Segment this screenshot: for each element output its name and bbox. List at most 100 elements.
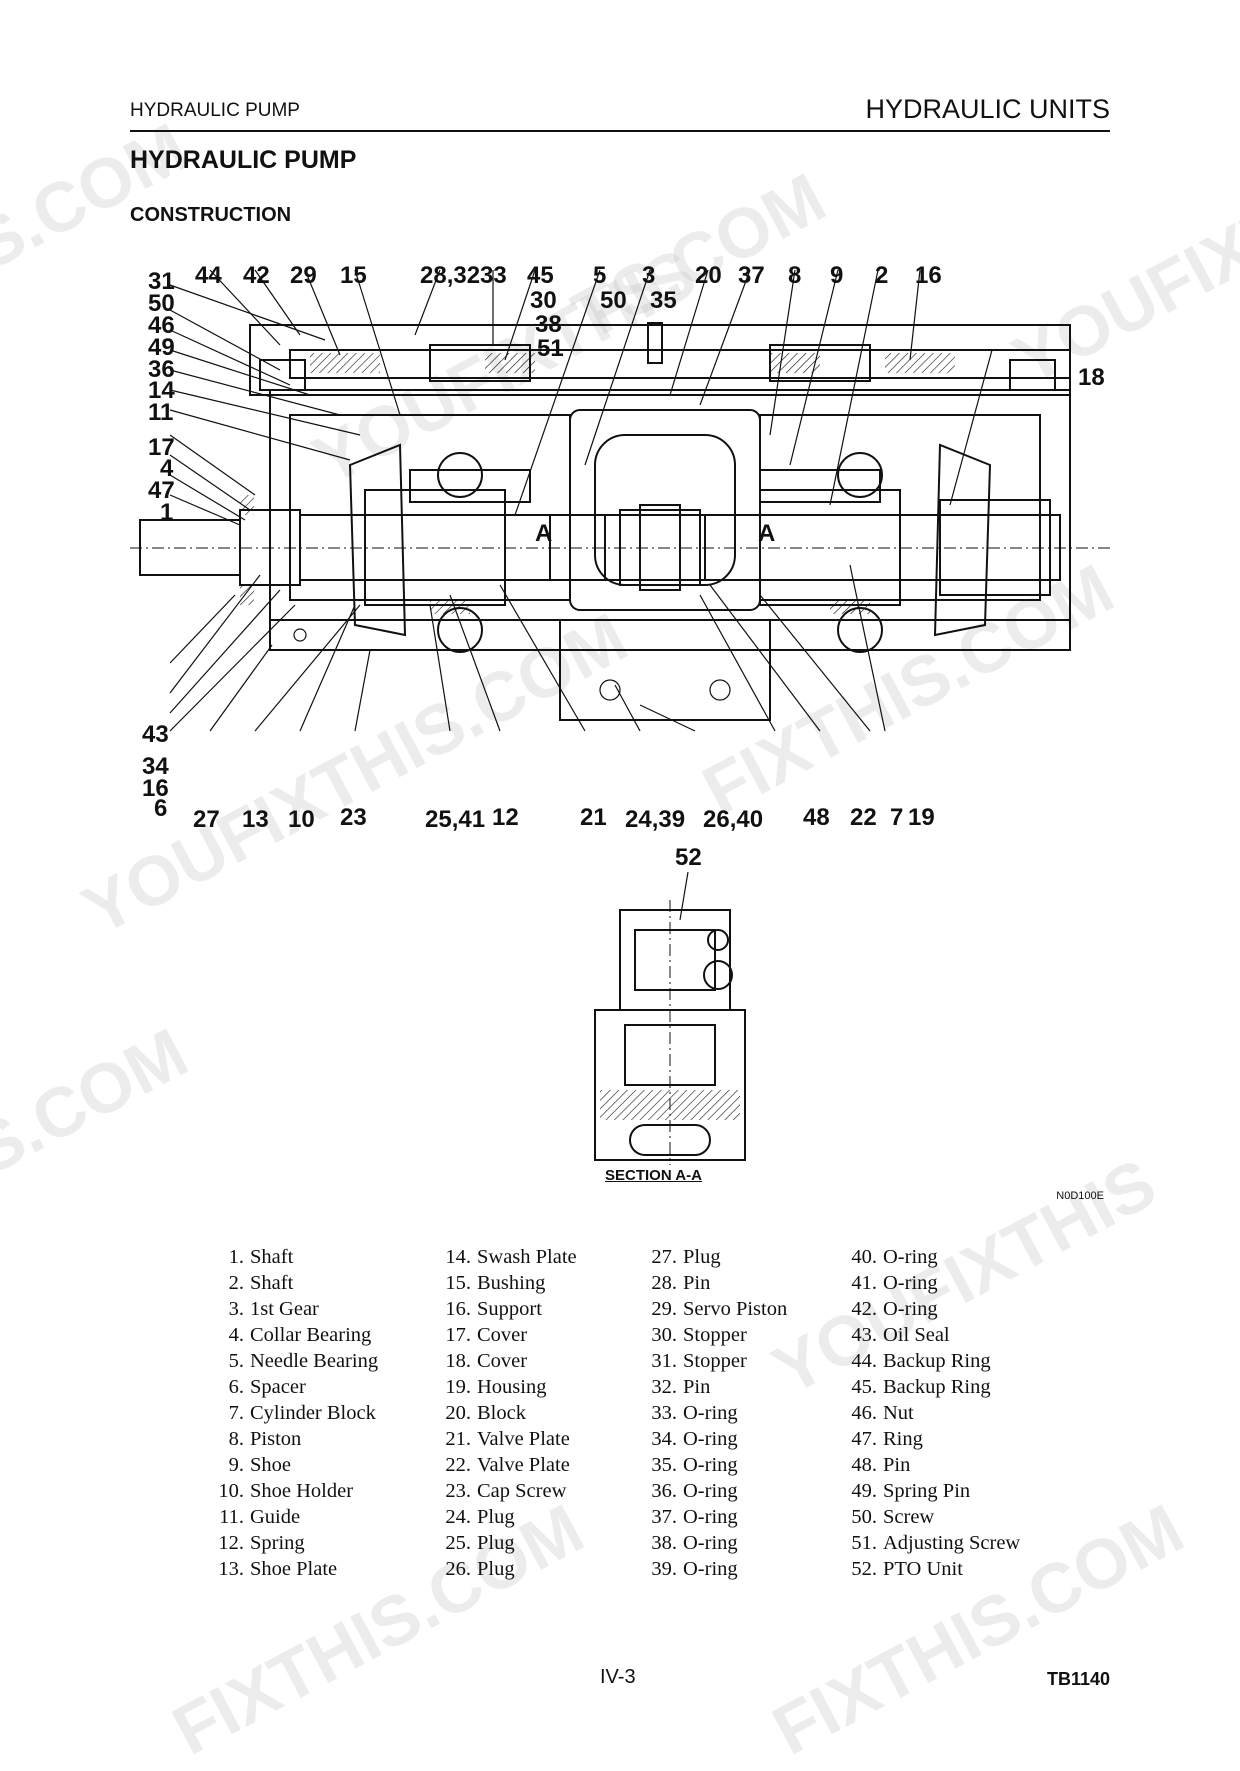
- part-name: O-ring: [683, 1506, 738, 1528]
- parts-list-item: 19.Housing: [437, 1374, 577, 1400]
- parts-list-item: 52.PTO Unit: [843, 1556, 1020, 1582]
- part-name: Stopper: [683, 1350, 747, 1372]
- part-number: 1.: [228, 1246, 244, 1268]
- part-number: 33.: [651, 1402, 677, 1424]
- part-number: 36.: [651, 1480, 677, 1502]
- part-number: 52.: [851, 1558, 877, 1580]
- parts-list-item: 28.Pin: [643, 1270, 787, 1296]
- parts-list-item: 11.Guide: [208, 1504, 378, 1530]
- parts-list-item: 38.O-ring: [643, 1530, 787, 1556]
- part-name: Cover: [477, 1324, 528, 1346]
- part-number: 9.: [228, 1454, 244, 1476]
- part-name: O-ring: [683, 1454, 738, 1476]
- callout-label: 51: [537, 335, 564, 362]
- page-number: IV-3: [600, 1666, 636, 1688]
- callout-label: 7: [890, 804, 903, 831]
- parts-list-item: 1.Shaft: [208, 1244, 378, 1270]
- part-name: O-ring: [683, 1480, 738, 1502]
- part-name: O-ring: [883, 1246, 938, 1268]
- part-number: 51.: [851, 1532, 877, 1554]
- callout-label: 18: [1078, 364, 1105, 391]
- callout-label: 44: [195, 265, 222, 289]
- section-marker-left: A: [535, 520, 552, 547]
- callout-label: 45: [527, 265, 554, 289]
- parts-list-item: 43.Oil Seal: [843, 1322, 1020, 1348]
- part-name: O-ring: [883, 1272, 938, 1294]
- part-number: 45.: [851, 1376, 877, 1398]
- callout-label: 46: [148, 312, 175, 339]
- parts-list-item: 9.Shoe: [208, 1452, 378, 1478]
- part-number: 4.: [228, 1324, 244, 1346]
- part-name: Screw: [883, 1506, 935, 1528]
- parts-list-item: 7.Cylinder Block: [208, 1400, 378, 1426]
- part-name: Pin: [683, 1272, 711, 1294]
- callout-label: 28,32: [420, 265, 480, 289]
- callout-label: 29: [290, 265, 317, 289]
- callout-label: 31: [148, 268, 175, 295]
- part-number: 31.: [651, 1350, 677, 1372]
- parts-list-item: 12.Spring: [208, 1530, 378, 1556]
- parts-list-item: 51. Adjusting Screw: [843, 1530, 1020, 1556]
- part-number: 22.: [445, 1454, 471, 1476]
- callout-label: 12: [492, 804, 519, 831]
- part-number: 35.: [651, 1454, 677, 1476]
- parts-list-item: 14.Swash Plate: [437, 1244, 576, 1270]
- callout-label: 23: [340, 804, 367, 831]
- running-header-right: HYDRAULIC UNITS: [865, 94, 1110, 124]
- part-name: Spring Pin: [883, 1480, 971, 1502]
- part-number: 50.: [851, 1506, 877, 1528]
- parts-list-item: 26.Plug: [437, 1556, 577, 1582]
- part-name: Shoe Plate: [250, 1558, 338, 1580]
- section-a-a-label: SECTION A-A: [605, 1167, 702, 1184]
- callout-label: 25,41: [425, 806, 485, 833]
- callout-label: 10: [288, 806, 315, 833]
- part-number: 30.: [651, 1324, 677, 1346]
- part-name: O-ring: [683, 1532, 738, 1554]
- part-name: Nut: [883, 1402, 914, 1424]
- part-name: Guide: [250, 1506, 301, 1528]
- callout-label: 50: [148, 290, 175, 317]
- part-number: 46.: [851, 1402, 877, 1424]
- parts-list-item: 3.1st Gear: [208, 1296, 378, 1322]
- parts-list-item: 49.Spring Pin: [843, 1478, 1020, 1504]
- part-name: Valve Plate: [477, 1454, 570, 1476]
- part-name: Adjusting Screw: [883, 1532, 1021, 1554]
- pump-cross-section-diagram: A A: [130, 265, 1110, 833]
- callout-label: 11: [148, 399, 173, 426]
- parts-list-item: 44.Backup Ring: [843, 1348, 1020, 1374]
- part-name: Pin: [683, 1376, 711, 1398]
- part-name: Shaft: [250, 1272, 294, 1294]
- callout-label: 35: [650, 287, 677, 314]
- part-number: 8.: [228, 1428, 244, 1450]
- parts-list-item: 23.Cap Screw: [437, 1478, 577, 1504]
- parts-list-item: 17.Cover: [437, 1322, 577, 1348]
- callout-label: 22: [850, 804, 877, 831]
- callout-label: 19: [908, 804, 935, 831]
- parts-list-item: 50. Screw: [843, 1504, 1020, 1530]
- part-number: 26.: [445, 1558, 471, 1580]
- parts-list-item: 5.Needle Bearing: [208, 1348, 378, 1374]
- running-header-left: HYDRAULIC PUMP: [130, 100, 300, 121]
- callout-label: 2: [875, 265, 888, 289]
- parts-list-item: 18.Cover: [437, 1348, 577, 1374]
- part-number: 27.: [651, 1246, 677, 1268]
- part-name: Plug: [477, 1532, 515, 1554]
- part-name: O-ring: [683, 1428, 738, 1450]
- part-number: 42.: [851, 1298, 877, 1320]
- callout-label: 1: [160, 499, 173, 526]
- part-number: 5.: [228, 1350, 244, 1372]
- part-number: 15.: [445, 1272, 471, 1294]
- callout-label: 13: [242, 806, 269, 833]
- parts-list-item: 13.Shoe Plate: [208, 1556, 378, 1582]
- part-number: 32.: [651, 1376, 677, 1398]
- callout-label: 16: [915, 265, 942, 289]
- part-name: Backup Ring: [883, 1376, 991, 1398]
- part-number: 44.: [851, 1350, 877, 1372]
- parts-list-item: 48.Pin: [843, 1452, 1020, 1478]
- callout-label: 17: [148, 434, 175, 461]
- part-name: Support: [477, 1298, 542, 1320]
- part-name: 1st Gear: [250, 1298, 319, 1320]
- callout-label: 26,40: [703, 806, 763, 833]
- part-name: Bushing: [477, 1272, 546, 1294]
